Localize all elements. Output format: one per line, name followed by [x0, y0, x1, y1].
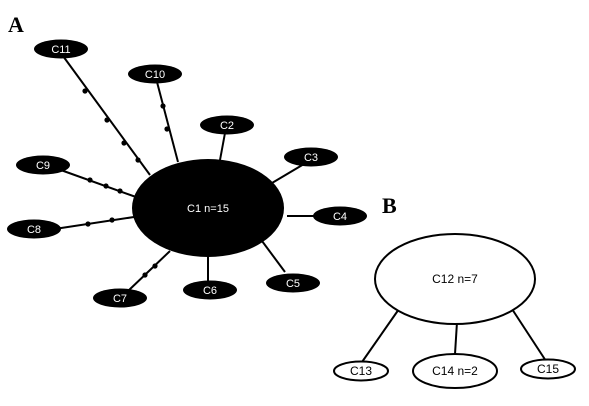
node-c2 [200, 115, 254, 135]
mutation-dot-c8-2 [109, 217, 115, 223]
node-c14-label: C14 n=2 [432, 364, 478, 378]
node-c14 [412, 353, 498, 389]
node-c3 [284, 147, 338, 167]
network-a-nodes: C1 n=15 C11 C10 C2 C3 C9 C4 C8 C5 C6 C7 [7, 39, 367, 308]
node-c6 [183, 280, 237, 300]
node-c1-hub [132, 159, 284, 257]
mutation-dot-c10-2 [164, 126, 170, 132]
node-c5-label: C5 [286, 278, 300, 290]
node-c8 [7, 219, 61, 239]
node-c7-label: C7 [113, 293, 127, 305]
node-c12-label: C12 n=7 [432, 272, 478, 286]
node-c1-label: C1 n=15 [187, 203, 229, 215]
node-c5 [266, 273, 320, 293]
mutation-dot-c11-2 [104, 117, 110, 123]
node-c4 [313, 206, 367, 226]
node-c11 [34, 39, 88, 59]
node-c15 [520, 358, 576, 380]
edge-c1-c3 [271, 163, 305, 184]
node-c3-label: C3 [304, 152, 318, 164]
mutation-dot-c7-2 [152, 263, 158, 269]
mutation-dot-c11-4 [135, 157, 141, 163]
mutation-dot-c9-1 [87, 177, 93, 183]
edge-c12-c15 [511, 308, 547, 362]
node-c13-label: C13 [350, 364, 372, 378]
node-c12-hub [374, 233, 536, 325]
edge-c1-c8 [47, 216, 135, 231]
network-b-edges [361, 308, 547, 363]
node-c13 [333, 360, 389, 382]
node-c8-label: C8 [27, 224, 41, 236]
node-c9 [16, 155, 70, 175]
mutation-dot-c7-1 [142, 272, 148, 278]
mutation-dot-c9-3 [117, 188, 123, 194]
mutation-dot-c8-1 [85, 221, 91, 227]
node-c11-label: C11 [51, 44, 70, 56]
panel-label-a: A [8, 12, 24, 37]
edge-c1-c10 [156, 81, 179, 163]
mutation-dot-c10-1 [160, 103, 166, 109]
edge-c12-c13 [361, 308, 400, 363]
edge-c1-c11 [62, 55, 151, 176]
edge-c1-c5 [261, 240, 286, 273]
node-c15-label: C15 [537, 362, 559, 376]
node-c7 [93, 288, 147, 308]
mutation-dot-c11-1 [82, 88, 88, 94]
edge-c1-c2 [219, 132, 226, 161]
edge-c1-c7 [127, 250, 171, 292]
node-c6-label: C6 [203, 285, 217, 297]
edge-c1-c9 [57, 168, 137, 198]
mutation-dot-c11-3 [121, 140, 127, 146]
network-a-mutation-steps [82, 88, 170, 278]
node-c10 [128, 64, 182, 84]
node-c9-label: C9 [36, 160, 50, 172]
node-c10-label: C10 [145, 69, 165, 81]
node-c4-label: C4 [333, 211, 347, 223]
edge-c12-c14 [454, 321, 458, 355]
mutation-dot-c9-2 [103, 183, 109, 189]
panel-label-b: B [382, 193, 397, 218]
network-b-nodes: C12 n=7 C13 C14 n=2 C15 [333, 233, 576, 389]
node-c2-label: C2 [220, 120, 234, 132]
